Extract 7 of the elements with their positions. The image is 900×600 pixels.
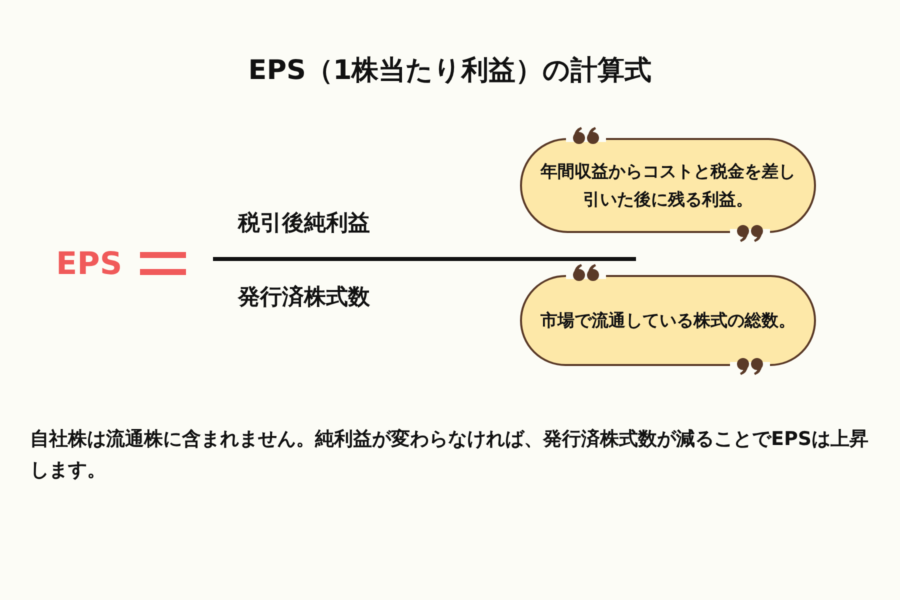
bubble-text: 市場で流通している株式の総数。 — [540, 310, 796, 332]
denominator-text: 発行済株式数 — [238, 284, 370, 312]
bubble-text: 年間収益からコストと税金を差し引いた後に残る利益。 — [539, 160, 796, 212]
formula-term: EPS — [56, 246, 122, 282]
numerator-text: 税引後純利益 — [238, 210, 370, 238]
title: EPS（1株当たり利益）の計算式 — [247, 54, 653, 88]
note-text: 自社株は流通株に含まれません。純利益が変わらなければ、発行済株式数が減ることでEPSは上昇します。 — [30, 427, 870, 483]
